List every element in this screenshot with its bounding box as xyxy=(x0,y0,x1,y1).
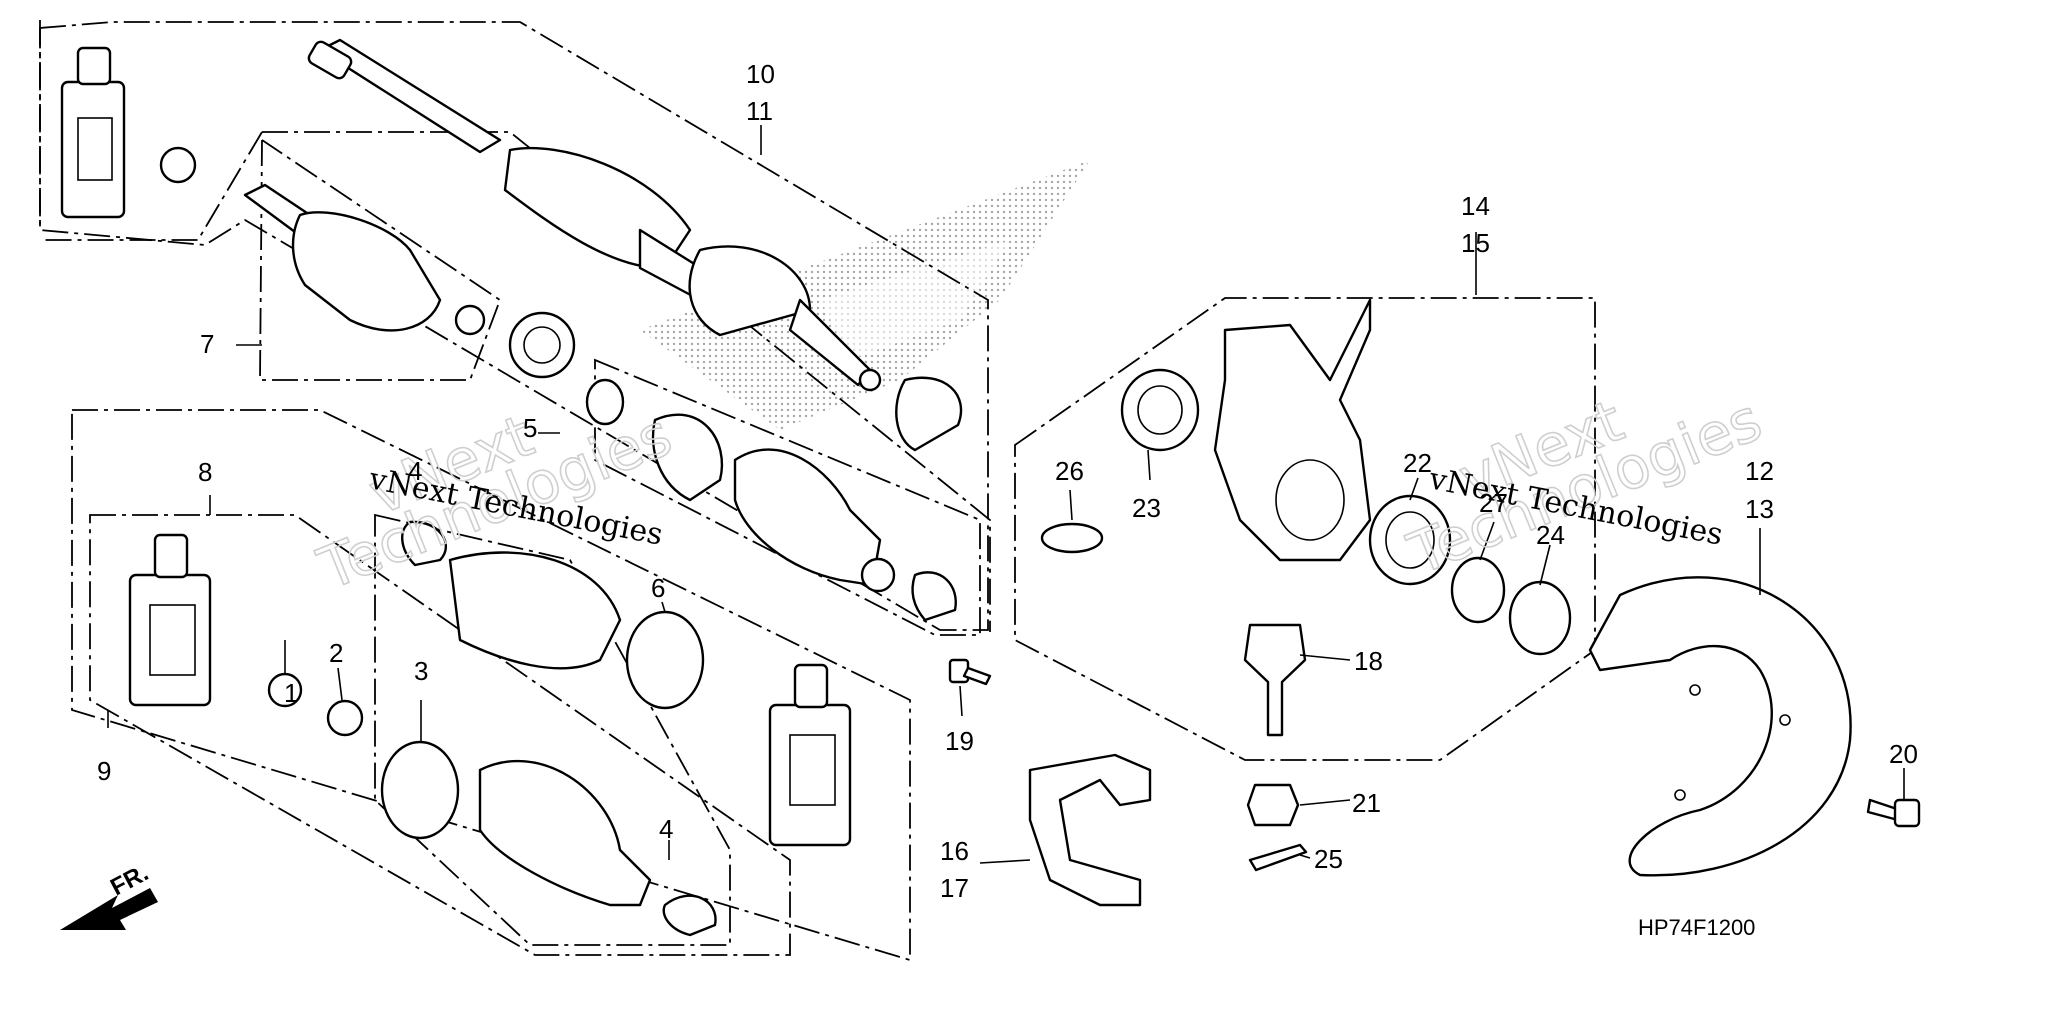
callout-9: 9 xyxy=(97,756,111,786)
circlip-icon xyxy=(159,146,197,184)
oil-seal-icon xyxy=(1508,580,1572,656)
brake-disc-cover-icon xyxy=(1588,576,1852,877)
callout-20: 20 xyxy=(1889,739,1918,769)
callout-4-upper: 4 xyxy=(408,456,422,486)
snap-ring-icon xyxy=(1450,556,1506,624)
callout-6: 6 xyxy=(651,573,665,603)
callout-10: 10 xyxy=(746,59,775,89)
callout-11: 11 xyxy=(746,96,773,126)
callout-22: 22 xyxy=(1403,448,1432,478)
oil-seal-icon xyxy=(1120,368,1200,452)
inner-joint-icon xyxy=(243,183,486,336)
cotter-pin-icon xyxy=(1248,843,1308,872)
callout-7: 7 xyxy=(200,329,214,359)
ball-joint-icon xyxy=(1243,623,1307,737)
callout-19: 19 xyxy=(945,726,974,756)
callout-8: 8 xyxy=(198,457,212,487)
halftone-logo xyxy=(640,160,1090,430)
callout-26: 26 xyxy=(1055,456,1084,486)
callout-18: 18 xyxy=(1354,646,1383,676)
callout-14: 14 xyxy=(1461,191,1490,221)
callout-23: 23 xyxy=(1132,493,1161,523)
callout-15: 15 xyxy=(1461,228,1490,258)
leader-lines xyxy=(107,125,1905,864)
bolt-icon xyxy=(948,658,992,686)
knuckle-icon xyxy=(1213,298,1372,562)
boot-band-icon xyxy=(380,520,717,937)
callout-16: 16 xyxy=(940,836,969,866)
middle-boot-icon xyxy=(651,413,957,622)
callout-24: 24 xyxy=(1536,520,1565,550)
boot-band-icon xyxy=(895,376,963,452)
callout-25: 25 xyxy=(1314,844,1343,874)
outer-driveshaft-icon xyxy=(307,38,882,392)
wheel-bearing-icon xyxy=(1368,494,1452,586)
inner-boot-icon xyxy=(448,551,652,907)
snap-ring-icon xyxy=(326,699,364,737)
callout-1: 1 xyxy=(284,678,298,708)
bearing-cage-icon xyxy=(508,311,576,379)
callout-3: 3 xyxy=(414,656,428,686)
callout-2: 2 xyxy=(329,638,343,668)
grease-bottle-icon xyxy=(128,533,212,707)
clip-icon xyxy=(1040,522,1104,554)
callout-5: 5 xyxy=(523,413,537,443)
set-ring-icon xyxy=(585,378,625,426)
callout-17: 17 xyxy=(940,873,969,903)
castle-nut-icon xyxy=(1246,783,1300,827)
callout-labels: 1 2 3 4 4 5 6 7 8 9 10 11 12 13 14 15 16… xyxy=(97,59,1918,903)
callout-12: 12 xyxy=(1745,456,1774,486)
front-arrow-icon xyxy=(60,888,158,930)
grease-bottle-icon xyxy=(60,46,126,219)
callout-4-lower: 4 xyxy=(659,814,673,844)
diagram-code: HP74F1200 xyxy=(1638,915,1755,940)
callout-13: 13 xyxy=(1745,494,1774,524)
callout-21: 21 xyxy=(1352,788,1381,818)
callout-27: 27 xyxy=(1479,488,1508,518)
brake-hose-bracket-icon xyxy=(1028,753,1152,907)
grease-bottle-icon xyxy=(768,663,852,847)
bolt-icon xyxy=(1866,798,1921,828)
